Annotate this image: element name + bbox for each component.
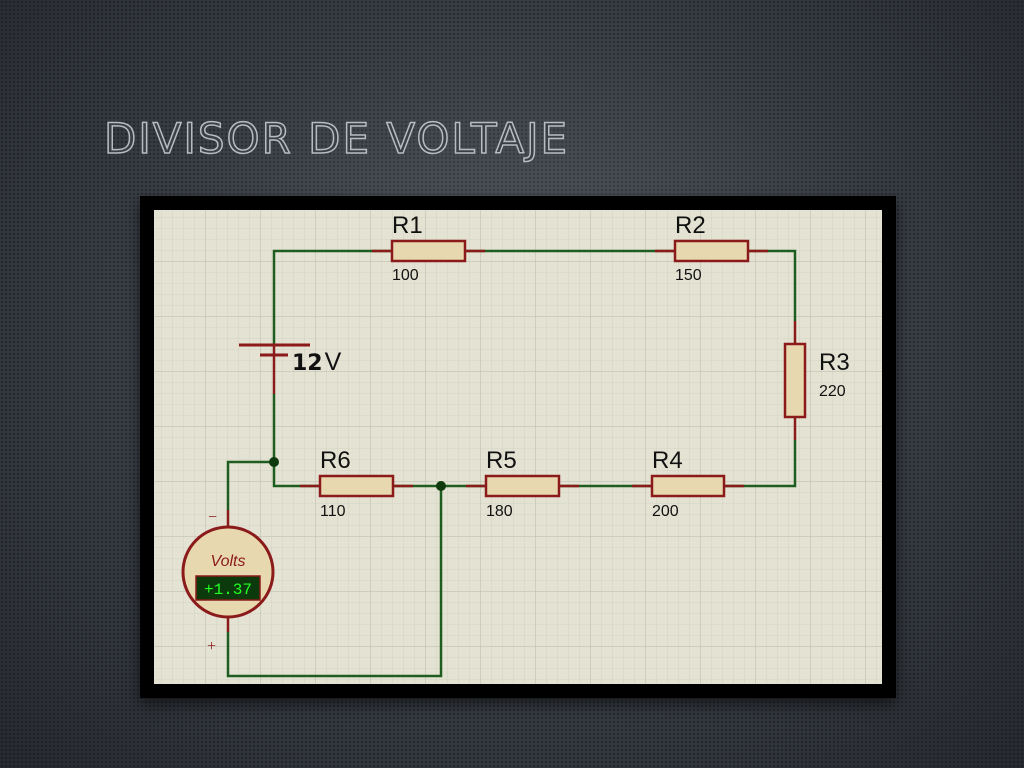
resistor-r4-value: 200 <box>652 503 679 520</box>
battery-value-unit: V <box>325 348 342 376</box>
resistor-r1: R1 100 <box>372 212 485 284</box>
voltmeter-plus-label: + <box>207 638 216 655</box>
battery-value-number: 12 <box>292 351 323 376</box>
resistor-r6-name: R6 <box>320 447 351 474</box>
resistor-body <box>783 342 807 419</box>
resistor-r6: R6 110 <box>300 447 413 520</box>
resistor-body <box>673 239 750 263</box>
schematic-frame: 12V R1 100 R2 150 R3 220 <box>140 196 896 698</box>
voltmeter-title: Volts <box>211 553 246 570</box>
resistor-r3-value: 220 <box>819 383 846 400</box>
resistor-body <box>390 239 467 263</box>
voltmeter-display <box>195 575 261 601</box>
resistor-r5: R5 180 <box>466 447 579 520</box>
resistor-r2-name: R2 <box>675 212 706 239</box>
resistor-r1-name: R1 <box>392 212 423 239</box>
wire-left-top <box>272 249 392 344</box>
circuit-schematic: 12V R1 100 R2 150 R3 220 <box>154 210 882 684</box>
battery-symbol: 12V <box>239 343 342 394</box>
resistor-body <box>484 474 561 498</box>
wire-r3-r4 <box>724 440 797 488</box>
voltmeter-body <box>181 525 275 619</box>
resistor-body <box>318 474 395 498</box>
resistor-r6-value: 110 <box>320 503 346 520</box>
resistor-r5-name: R5 <box>486 447 517 474</box>
resistor-r4: R4 200 <box>632 447 744 520</box>
junction-dot <box>436 481 446 491</box>
wire-meter-minus <box>226 460 274 510</box>
resistor-r1-value: 100 <box>392 267 419 284</box>
grid-lines <box>154 210 882 684</box>
resistor-r2: R2 150 <box>655 212 768 284</box>
svg-text:12V: 12V <box>292 348 342 376</box>
resistor-body <box>650 474 726 498</box>
junction-dot <box>269 457 279 467</box>
slide-title: DIVISOR DE VOLTAJE <box>103 113 570 164</box>
resistor-r4-name: R4 <box>652 447 683 474</box>
resistor-r2-value: 150 <box>675 267 702 284</box>
voltmeter: Volts +1.37 − + <box>181 509 275 655</box>
resistor-r3-name: R3 <box>819 349 850 376</box>
wire-meter-plus <box>226 486 443 678</box>
voltmeter-minus-label: − <box>208 509 217 526</box>
resistor-r5-value: 180 <box>486 503 513 520</box>
resistor-r3: R3 220 <box>783 321 850 440</box>
voltmeter-reading: +1.37 <box>204 581 252 599</box>
